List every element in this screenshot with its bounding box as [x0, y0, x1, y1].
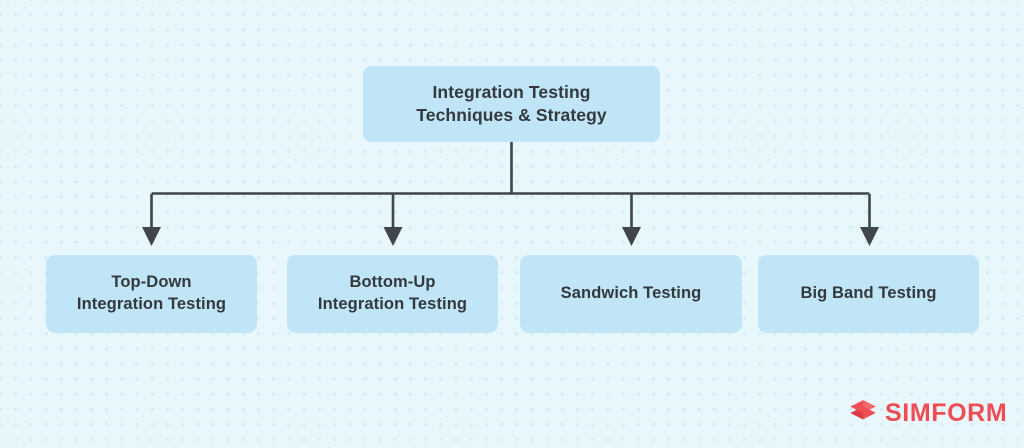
brand-wordmark: SIMFORM: [885, 398, 1008, 427]
child-node-label: Bottom-Up Integration Testing: [317, 273, 468, 313]
arrowhead-2: [622, 227, 641, 246]
arrowhead-3: [860, 227, 879, 246]
simform-ribbon-icon: [850, 400, 876, 420]
root-node-label: Integration Testing Techniques & Strateg…: [416, 81, 607, 125]
child-node-top-down: Top-Down Integration Testing: [46, 255, 257, 333]
child-node-big-band: Big Band Testing: [758, 255, 979, 333]
child-node-label: Top-Down Integration Testing: [76, 273, 227, 313]
child-node-bottom-up: Bottom-Up Integration Testing: [287, 255, 498, 333]
child-node-label: Sandwich Testing: [560, 284, 702, 303]
root-node: Integration Testing Techniques & Strateg…: [363, 66, 660, 142]
arrowhead-1: [383, 227, 403, 246]
child-node-label: Big Band Testing: [800, 284, 937, 303]
brand-logo: SIMFORM: [848, 396, 1007, 430]
child-node-sandwich: Sandwich Testing: [520, 255, 742, 333]
arrowhead-0: [142, 227, 161, 246]
